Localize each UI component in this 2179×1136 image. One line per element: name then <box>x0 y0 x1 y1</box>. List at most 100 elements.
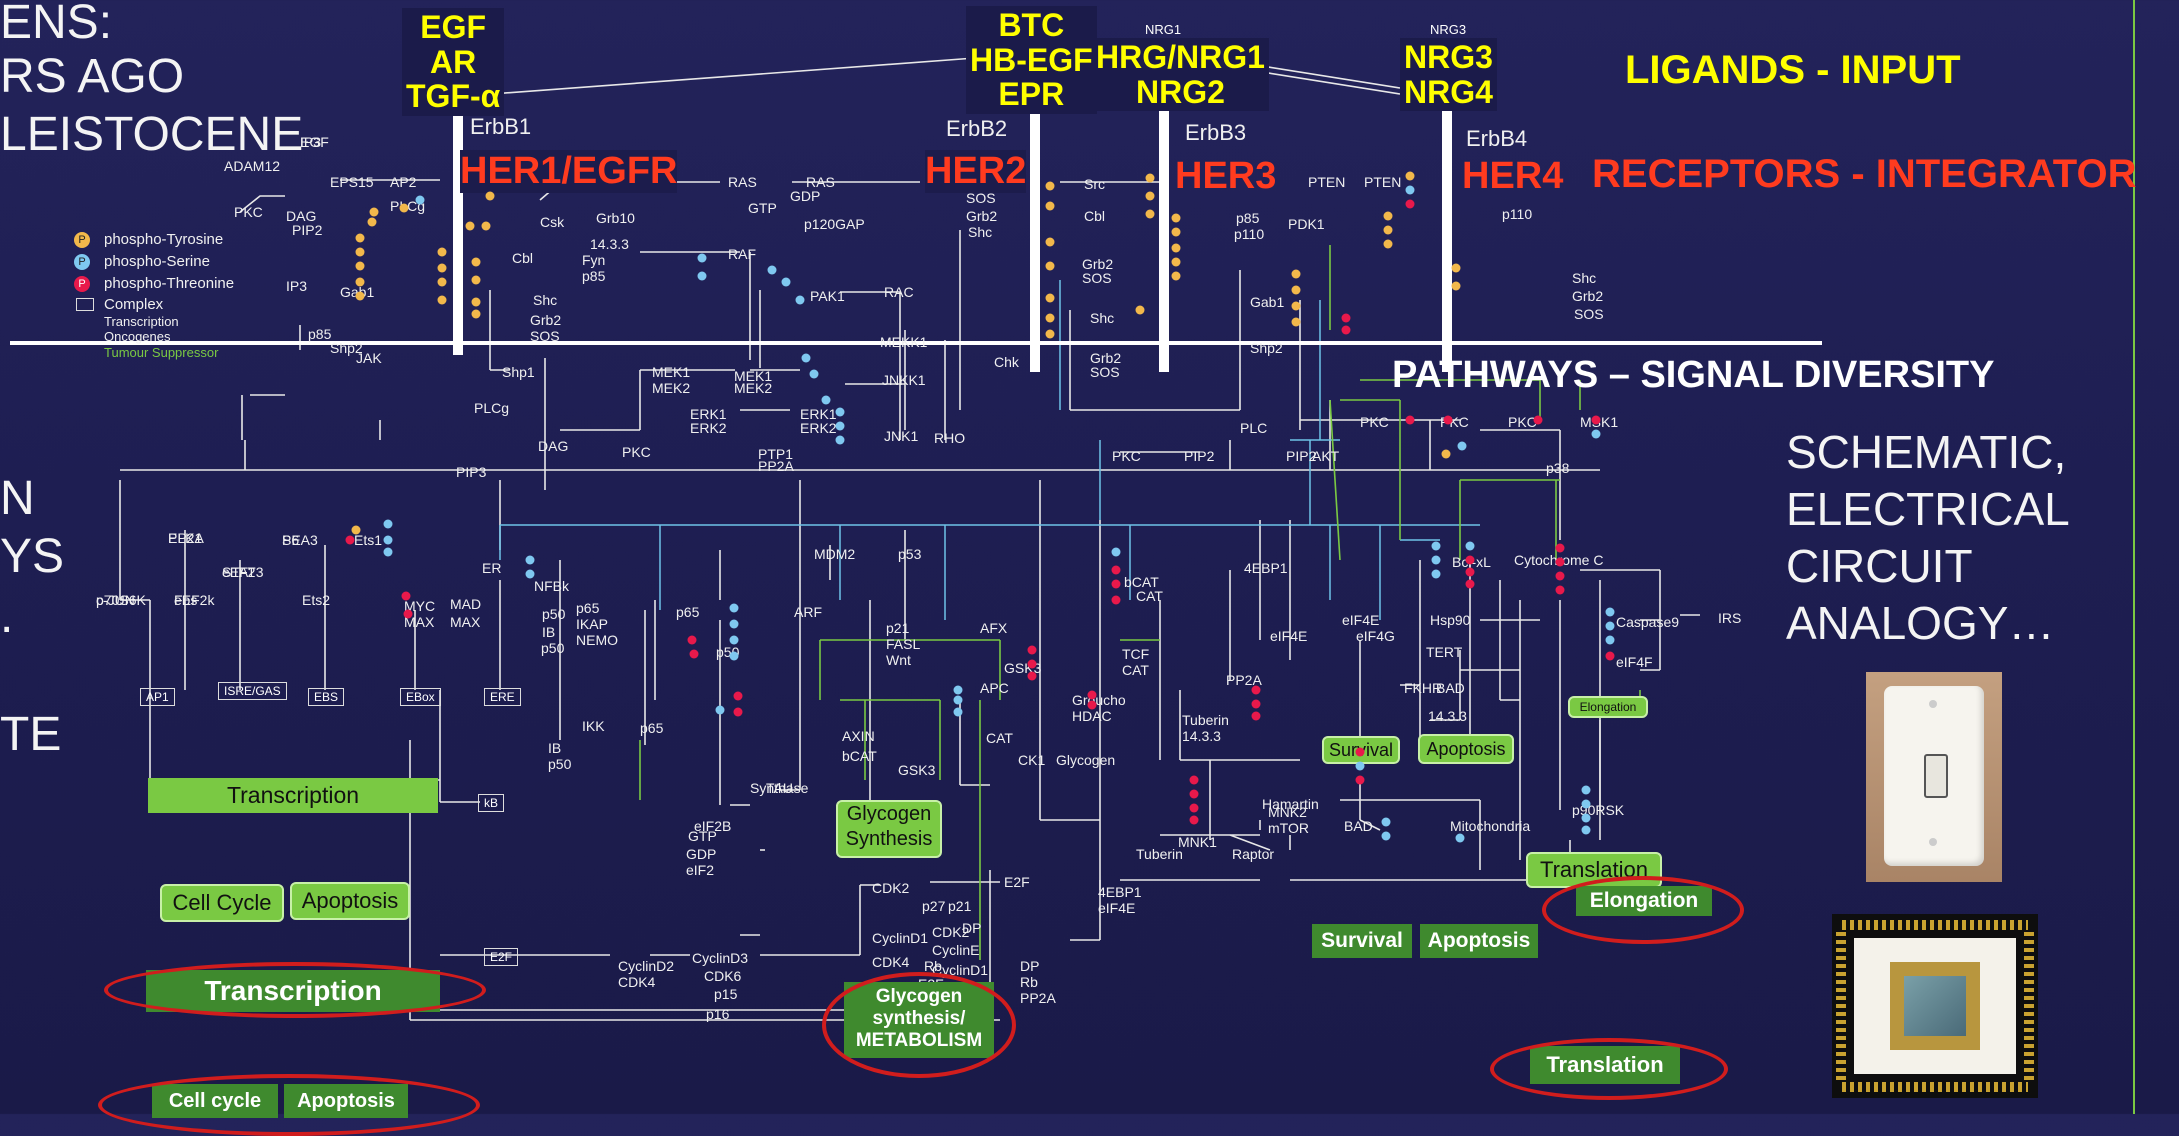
lower-node-cat: CAT <box>1136 588 1163 604</box>
chip-die-frame <box>1890 962 1980 1050</box>
upper-node-plc: PLC <box>1240 420 1267 436</box>
erbb2-receptor-bar <box>1030 108 1040 372</box>
lower-node-p90rsk: p90RSK <box>1572 802 1624 818</box>
lower-node-dp: DP <box>962 920 981 936</box>
lower-node-afx: AFX <box>980 620 1007 636</box>
upper-node-p120gap: p120GAP <box>804 216 865 232</box>
upper-node-ap2: AP2 <box>390 174 416 190</box>
lower-node-ib: IB <box>548 740 561 756</box>
upper-node-csk: Csk <box>540 214 564 230</box>
upper-node-pip2: PIP2 <box>1184 448 1214 464</box>
lower-node-wnt: Wnt <box>886 652 911 668</box>
upper-node-gab1: Gab1 <box>340 284 374 300</box>
switch-toggle <box>1924 754 1948 798</box>
output-survival-box-upper: Survival <box>1322 736 1400 764</box>
lower-node-bad: BAD <box>1344 818 1373 834</box>
highlight-ellipse-translation <box>1490 1038 1728 1100</box>
ligand-nrg4: NRG4 <box>1404 75 1493 110</box>
upper-node-mek2: MEK2 <box>734 380 772 396</box>
upper-node-shp2: Shp2 <box>1250 340 1283 356</box>
promoter-ap1: AP1 <box>140 688 175 706</box>
schematic-line-1: SCHEMATIC, <box>1786 424 2070 481</box>
upper-node-shc: Shc <box>1090 310 1114 326</box>
upper-node-sos: SOS <box>530 328 560 344</box>
lower-node-eif4f: eIF4F <box>1616 654 1653 670</box>
upper-node-mek2: MEK2 <box>652 380 690 396</box>
upper-node-p85: p85 <box>582 268 605 284</box>
lower-node-pp2a: PP2A <box>1226 672 1262 688</box>
lower-node-eef2: eEF2 <box>222 564 255 580</box>
ligand-group-3: HRG/NRG1 NRG2 <box>1092 38 1269 111</box>
upper-node-pkc: PKC <box>1508 414 1537 430</box>
lower-node-max: MAX <box>450 614 480 630</box>
schematic-line-4: ANALOGY… <box>1786 595 2070 652</box>
legend-threonine-dot: P <box>74 276 90 292</box>
lower-node-gdp: GDP <box>686 846 716 862</box>
lower-node-p50: p50 <box>716 644 739 660</box>
chip-die <box>1904 976 1966 1036</box>
lower-node-cycline: CyclinE <box>932 942 979 958</box>
lower-node-14-3-3: 14.3.3 <box>1428 708 1467 724</box>
ligand-nrg1-small: NRG1 <box>1145 22 1181 37</box>
lower-node-pp2a: PP2A <box>168 530 204 546</box>
lower-node-er: ER <box>482 560 501 576</box>
upper-node-gtp: GTP <box>748 200 777 216</box>
upper-node-msk1: MSK1 <box>1580 414 1618 430</box>
chip-pins-bottom <box>1842 1082 2028 1092</box>
ligand-hb-egf: HB-EGF <box>970 43 1093 78</box>
lower-node-raptor: Raptor <box>1232 846 1274 862</box>
legend-oncogenes-label: Oncogenes <box>104 329 171 344</box>
upper-node-p110: p110 <box>1234 226 1264 242</box>
lower-node-dp: DP <box>1020 958 1039 974</box>
upper-node-ras: RAS <box>728 174 757 190</box>
lower-node-cdk4: CDK4 <box>618 974 655 990</box>
schematic-line-3: CIRCUIT <box>1786 538 2070 595</box>
upper-node-erk2: ERK2 <box>800 420 837 436</box>
output-apoptosis-box: Apoptosis <box>290 882 410 920</box>
lower-node-rb: Rb <box>1020 974 1038 990</box>
lower-node-eef2k: eEF2k <box>174 592 214 608</box>
upper-node-ras: RAS <box>806 174 835 190</box>
lower-node-arf: ARF <box>794 604 822 620</box>
lower-node-irs: IRS <box>1718 610 1741 626</box>
upper-node-pten: PTEN <box>1308 174 1345 190</box>
lower-node-caspase9: Caspase9 <box>1616 614 1679 630</box>
upper-node-pak1: PAK1 <box>810 288 845 304</box>
upper-node-shc: Shc <box>968 224 992 240</box>
lower-node-mnk1: MNK1 <box>1178 834 1217 850</box>
pathways-heading: PATHWAYS – SIGNAL DIVERSITY <box>1392 354 1995 397</box>
lower-node-e2f: E2F <box>1004 874 1030 890</box>
lower-node-mad: MAD <box>450 596 481 612</box>
upper-node-dag: DAG <box>538 438 568 454</box>
lower-node-p27: p27 <box>922 898 945 914</box>
ligand-btc: BTC <box>970 8 1093 43</box>
erbb3-receptor-bar <box>1159 108 1169 372</box>
highlight-ellipse-transcription <box>104 962 486 1018</box>
ligand-group-1: EGF AR TGF-α <box>402 8 504 116</box>
upper-node-plcg: PLCg <box>390 198 425 214</box>
ligand-nrg3-small: NRG3 <box>1430 22 1466 37</box>
upper-node-pdk1: PDK1 <box>1288 216 1325 232</box>
lower-node-hdac: HDAC <box>1072 708 1112 724</box>
upper-node-pip2: PIP2 <box>1286 448 1316 464</box>
lower-node-ck1: CK1 <box>1018 752 1045 768</box>
chip-pins-top <box>1842 920 2028 930</box>
lower-node-p65: p65 <box>640 720 663 736</box>
upper-node-grb2: Grb2 <box>966 208 997 224</box>
lower-node-cyclind2: CyclinD2 <box>618 958 674 974</box>
legend-tyrosine-dot: P <box>74 232 90 248</box>
lower-node-groucho: Groucho <box>1072 692 1126 708</box>
upper-node-sos: SOS <box>966 190 996 206</box>
upper-node-src: Src <box>1084 176 1105 192</box>
lower-node-p50: p50 <box>542 606 565 622</box>
upper-node-chk: Chk <box>994 354 1019 370</box>
lower-node-tert: TERT <box>1426 644 1462 660</box>
lower-node-p65: p65 <box>676 604 699 620</box>
lower-node-eif4e: eIF4E <box>1098 900 1135 916</box>
lower-node-tau: TAU <box>766 780 793 796</box>
lower-node-eif4g: eIF4G <box>1356 628 1395 644</box>
lower-node-bad: BAD <box>1436 680 1465 696</box>
upper-node-rac: RAC <box>884 284 914 300</box>
lower-node-p50: p50 <box>548 756 571 772</box>
highlight-ellipse-elongation <box>1542 876 1744 944</box>
